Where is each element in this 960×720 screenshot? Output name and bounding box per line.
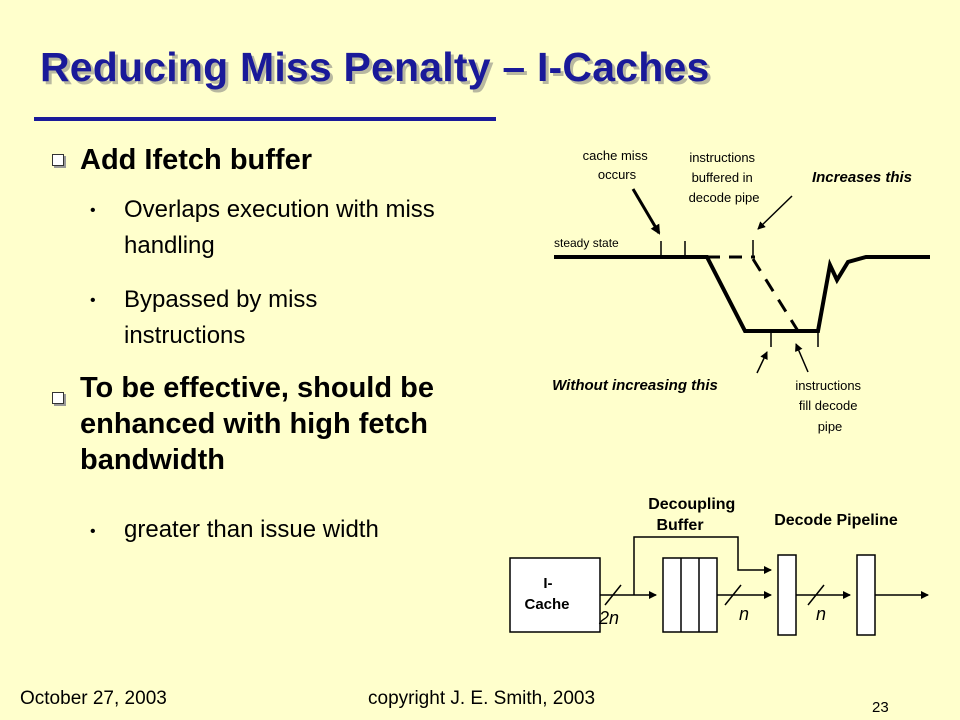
decode-stage-2 — [856, 554, 876, 636]
icache-label: I- Cache — [524, 575, 569, 613]
steady-state-label: steady state — [554, 236, 619, 250]
sub-bullet-bypassed: Bypassed by miss instructions — [124, 286, 318, 349]
arrow-cache-miss — [631, 188, 661, 235]
width-slash — [604, 584, 622, 606]
cache-miss-label: cache miss occurs — [583, 148, 652, 182]
decode-stage-1 — [777, 554, 797, 636]
width-label-n: n — [739, 604, 749, 624]
decoupling-buffer-box — [662, 557, 718, 633]
without-label: Without increasing this — [552, 377, 718, 394]
icache-box — [509, 557, 601, 633]
sub-bullet-greater: greater than issue width — [124, 516, 379, 543]
pipeline-diagram: Decoupling Buffer Decode Pipeline I- Cac… — [509, 496, 929, 636]
width-label-n: n — [816, 604, 826, 624]
footer-copyright: copyright J. E. Smith, 2003 — [368, 688, 596, 709]
slide-title: Reducing Miss Penalty – I-Caches — [40, 44, 710, 90]
dashed-drop — [751, 258, 800, 332]
width-slash — [724, 584, 742, 606]
buffered-label: instructions buffered in decode pipe — [689, 150, 760, 205]
throughput-curve — [554, 255, 930, 333]
decoupling-buffer-label: Decoupling Buffer — [648, 496, 740, 534]
dot-bullet-icon: • — [90, 292, 96, 309]
width-label-2n: 2n — [598, 608, 619, 628]
increases-label: Increases this — [812, 169, 912, 186]
page-number: 23 — [872, 699, 889, 716]
dot-bullet-icon: • — [90, 523, 96, 540]
decode-pipeline-label: Decode Pipeline — [774, 512, 898, 529]
square-bullet-icon — [52, 154, 64, 166]
arrow-increases — [757, 195, 793, 230]
arrow-fill — [795, 343, 809, 373]
square-bullet-icon — [52, 392, 64, 404]
dot-bullet-icon: • — [90, 202, 96, 219]
width-slash — [807, 584, 825, 606]
arrow-without — [756, 351, 768, 374]
footer-date: October 27, 2003 — [20, 688, 167, 709]
bypass-path — [633, 536, 772, 595]
fill-label: instructions fill decode pipe — [795, 378, 864, 434]
sub-bullet-overlaps: Overlaps execution with miss handling — [124, 196, 435, 259]
title-underline — [34, 117, 496, 121]
bullet-effective: To be effective, should be enhanced with… — [80, 372, 434, 476]
timing-diagram: cache miss occurs instructions buffered … — [552, 148, 930, 434]
bullet-ifetch-buffer: Add Ifetch buffer — [80, 144, 312, 176]
